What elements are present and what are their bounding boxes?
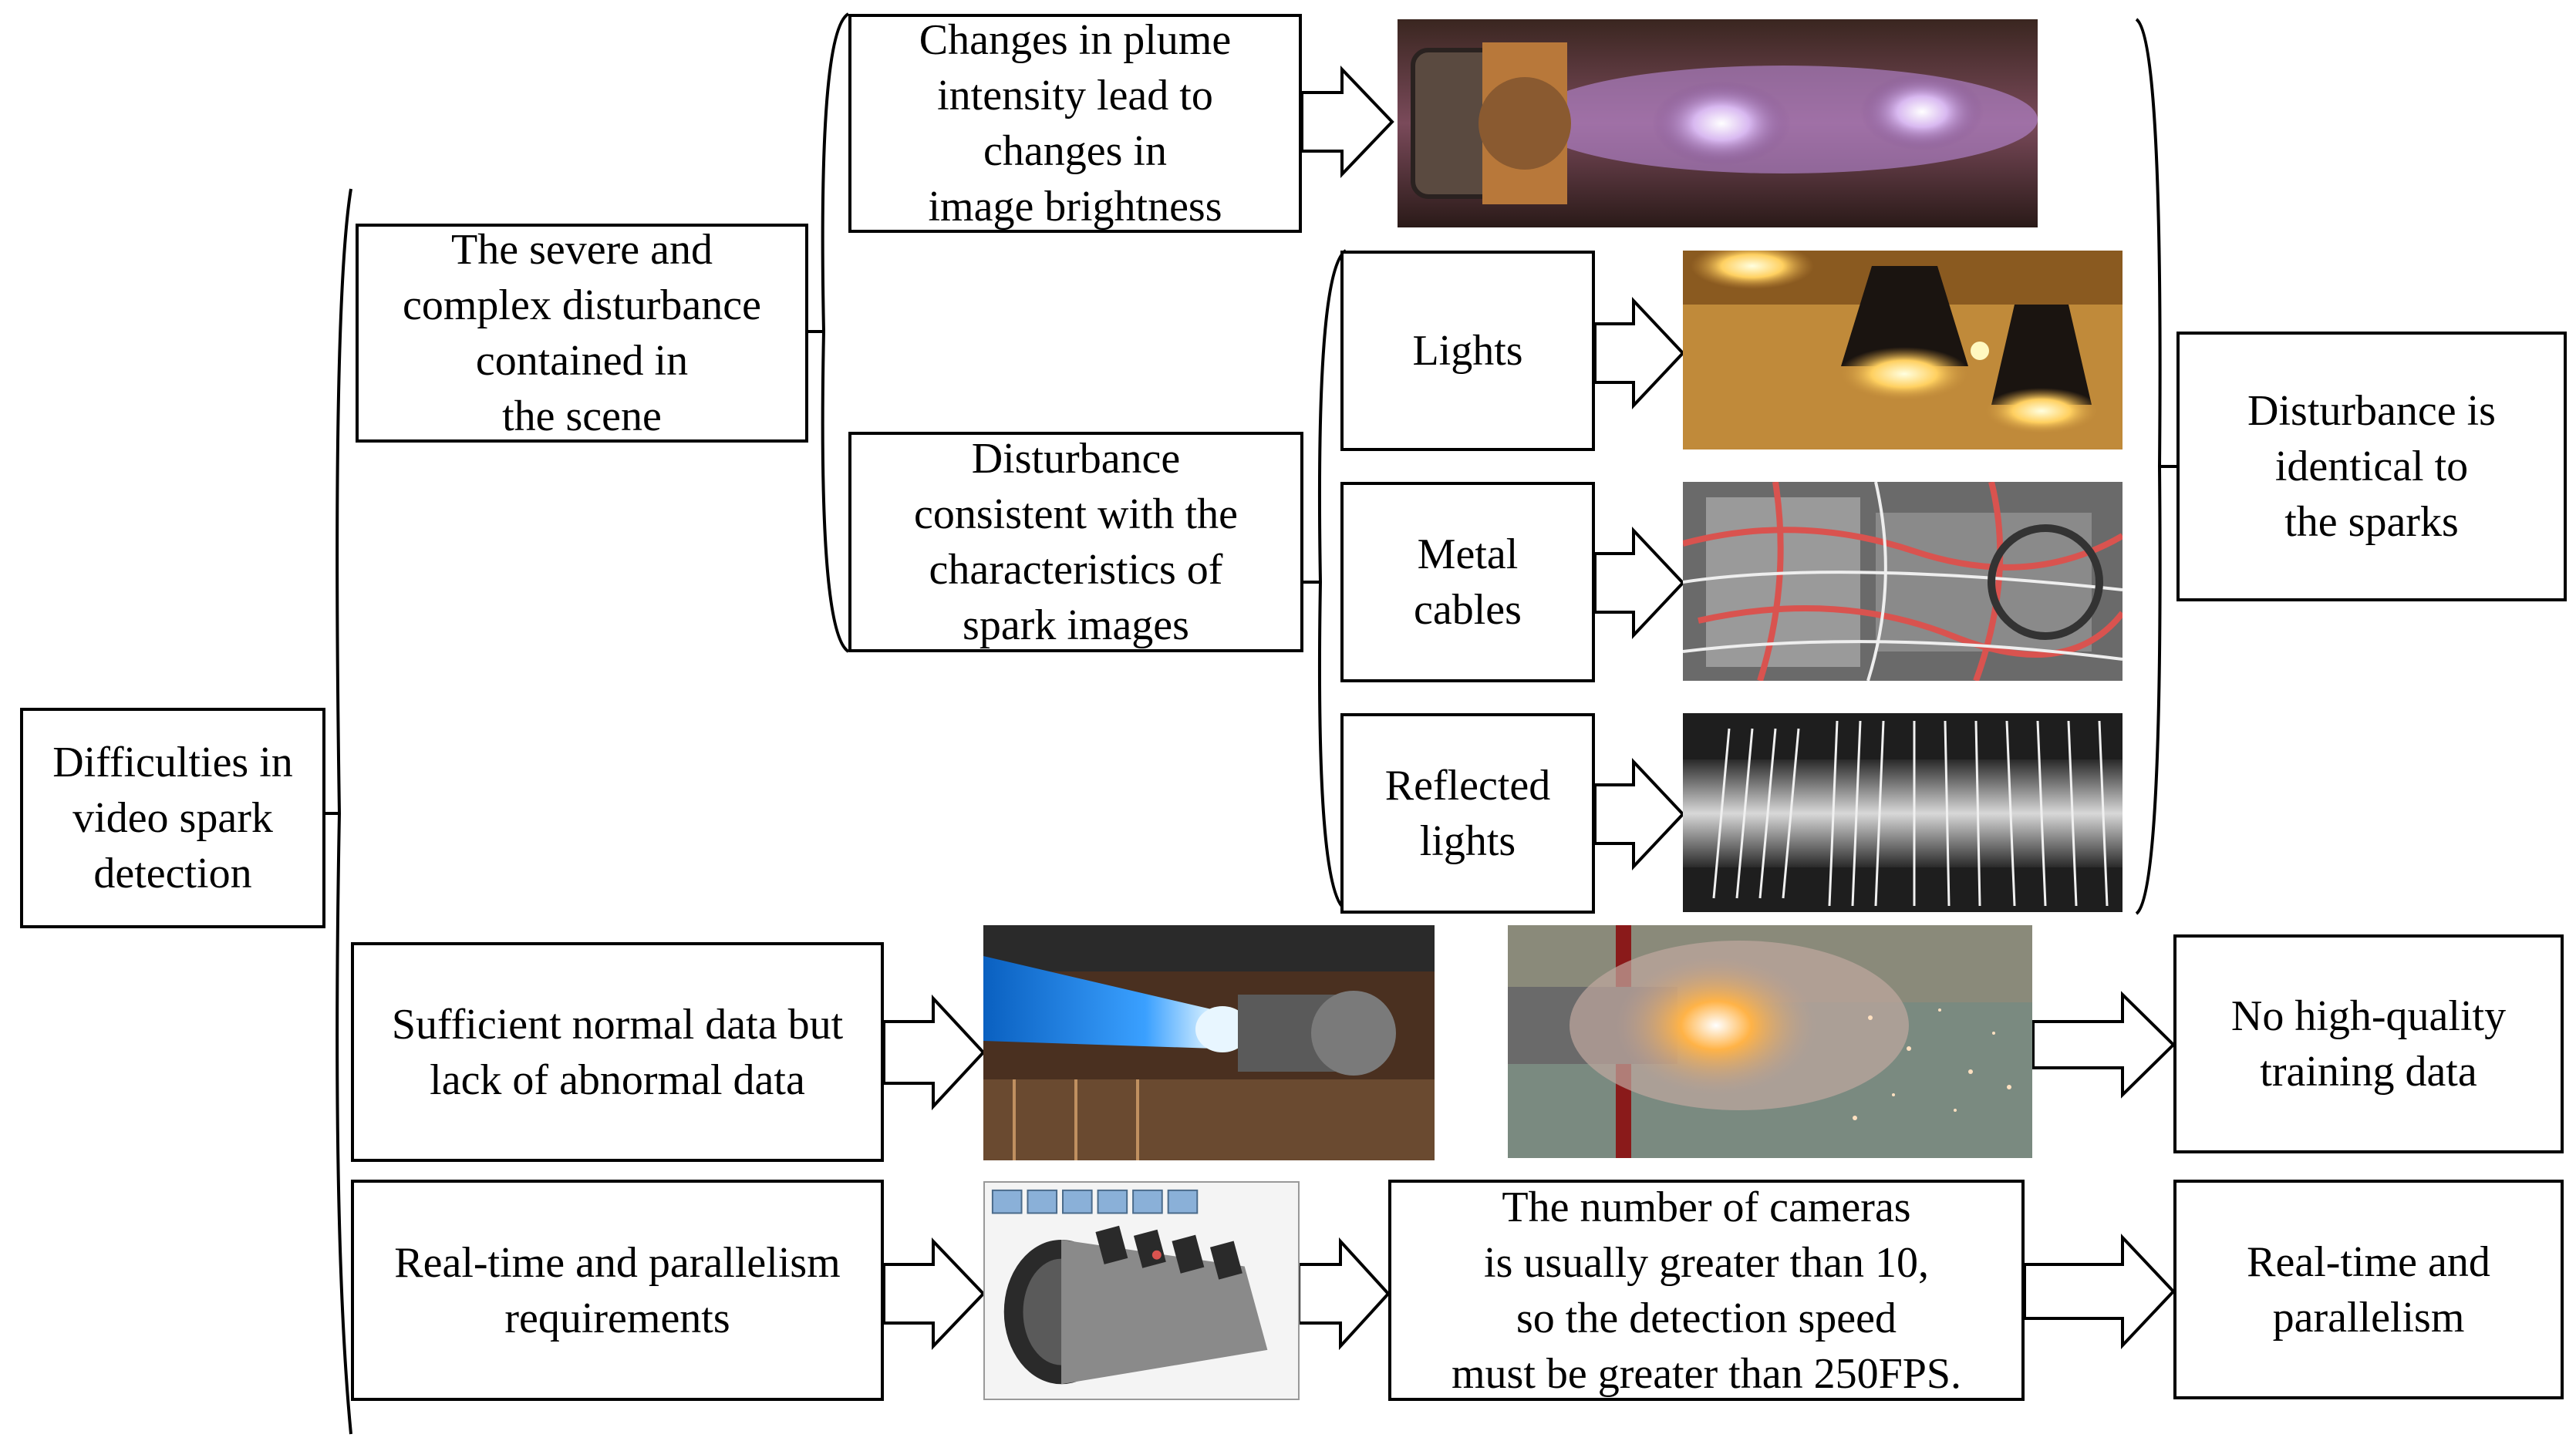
arrow-no-quality (2031, 991, 2176, 1099)
realtime-req-box: Real-time and parallelism requirements (351, 1180, 884, 1401)
cameras-label: The number of cameras is usually greater… (1451, 1183, 1962, 1398)
upper-bracket (821, 12, 850, 653)
disturbance-label: The severe and complex disturbance conta… (403, 226, 761, 440)
cameras-box: The number of cameras is usually greater… (1388, 1180, 2025, 1401)
metal-box: Metal cables (1340, 482, 1595, 682)
plume-box: Changes in plume intensity lead to chang… (848, 14, 1302, 233)
arrow-realtime-req (882, 1237, 986, 1350)
multi-camera-engine-image (983, 1181, 1300, 1400)
main-bracket (335, 188, 352, 1435)
lights-box: Lights (1340, 251, 1595, 451)
engine-test-bench-image (983, 925, 1435, 1160)
arrow-metal (1593, 526, 1685, 640)
arrow-lights (1593, 296, 1685, 410)
sufficient-box: Sufficient normal data but lack of abnor… (351, 942, 884, 1162)
plume-image (1398, 19, 2038, 227)
disturbance-box: The severe and complex disturbance conta… (356, 224, 808, 443)
arrow-sufficient (882, 994, 986, 1111)
sufficient-label: Sufficient normal data but lack of abnor… (391, 1000, 844, 1104)
root-label: Difficulties in video spark detection (52, 739, 293, 897)
metal-cables-image (1683, 482, 2123, 681)
realtime-box: Real-time and parallelism (2173, 1180, 2564, 1399)
reflected-box: Reflected lights (1340, 713, 1595, 914)
arrow-reflected (1593, 757, 1685, 871)
right-bracket (2135, 18, 2162, 915)
identical-label: Disturbance is identical to the sparks (2247, 387, 2496, 546)
no-quality-box: No high-quality training data (2173, 934, 2564, 1153)
arrow-plume (1300, 66, 1394, 178)
realtime-req-label: Real-time and parallelism requirements (394, 1238, 841, 1342)
inner-bracket (1317, 249, 1347, 911)
no-quality-label: No high-quality training data (2230, 992, 2507, 1096)
spark-fire-image (1508, 925, 2032, 1158)
turbine-blades-image (1683, 713, 2123, 912)
arrow-realtime (2023, 1233, 2176, 1350)
arrow-cameras (1297, 1237, 1391, 1351)
ceiling-lights-image (1683, 251, 2123, 449)
reflected-label: Reflected lights (1384, 762, 1551, 865)
realtime-label: Real-time and parallelism (2247, 1237, 2490, 1342)
metal-label: Metal cables (1414, 530, 1522, 634)
root-box: Difficulties in video spark detection (20, 708, 325, 928)
lights-label: Lights (1412, 327, 1523, 375)
consistent-box: Disturbance consistent with the characte… (848, 432, 1303, 652)
identical-box: Disturbance is identical to the sparks (2176, 332, 2567, 601)
plume-label: Changes in plume intensity lead to chang… (919, 16, 1232, 231)
consistent-label: Disturbance consistent with the characte… (914, 435, 1238, 649)
